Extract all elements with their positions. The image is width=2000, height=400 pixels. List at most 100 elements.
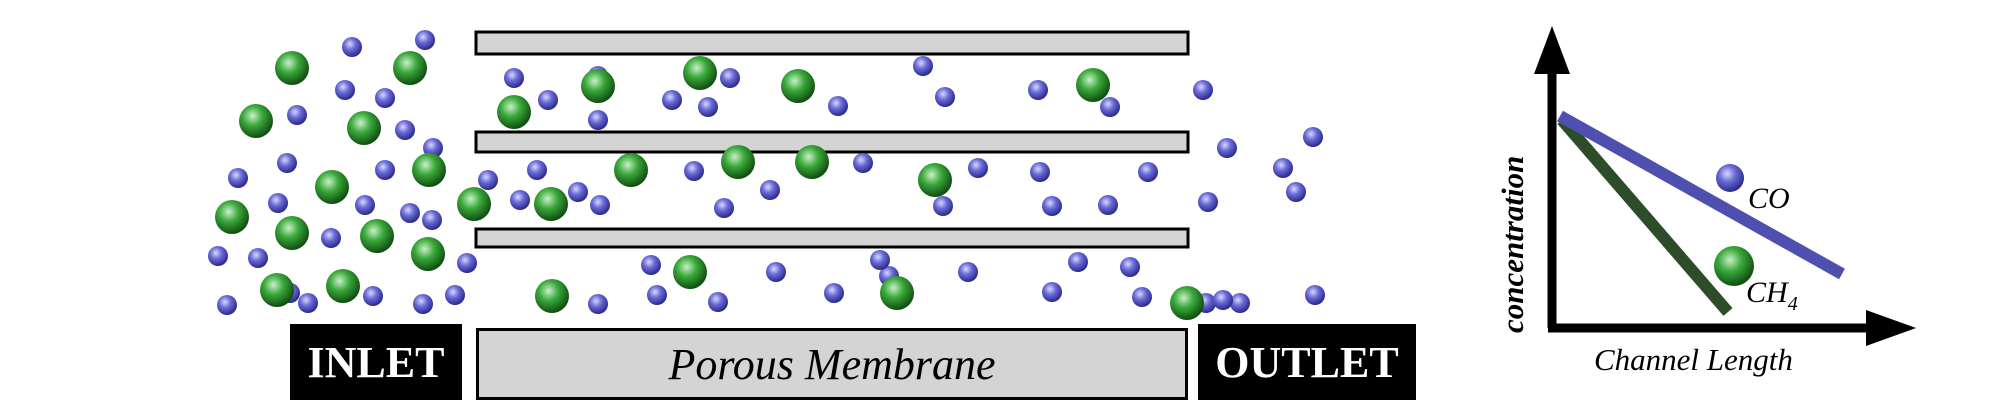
co-particle <box>684 161 704 181</box>
co-particle <box>321 228 341 248</box>
co-concentration-line <box>1557 110 1845 280</box>
co-particle <box>375 88 395 108</box>
co-particle <box>647 285 667 305</box>
ch4-particle <box>795 145 829 179</box>
ch4-particle <box>1170 286 1204 320</box>
ch4-legend-text: CH <box>1746 276 1790 309</box>
ch4-particle <box>534 187 568 221</box>
co-particle <box>968 158 988 178</box>
co-particle <box>1120 257 1140 277</box>
co-particle <box>853 153 873 173</box>
co-particle <box>335 80 355 100</box>
ch4-particle <box>457 187 491 221</box>
ch4-particle <box>393 51 427 85</box>
co-particle <box>913 56 933 76</box>
co-particle <box>568 182 588 202</box>
co-particle <box>935 87 955 107</box>
co-particle <box>824 283 844 303</box>
co-particle <box>1273 158 1293 178</box>
co-particle <box>287 105 307 125</box>
co-particle <box>457 253 477 273</box>
ch4-particle <box>673 255 707 289</box>
co-particle <box>478 170 498 190</box>
co-particle <box>1028 80 1048 100</box>
co-particle <box>828 96 848 116</box>
co-particle <box>415 30 435 50</box>
co-particle <box>217 295 237 315</box>
co-particle <box>1286 182 1306 202</box>
ch4-particle <box>781 69 815 103</box>
x-axis-label: Channel Length <box>1594 342 1793 377</box>
ch4-particle <box>215 200 249 234</box>
ch4-particle <box>683 56 717 90</box>
co-particle <box>228 168 248 188</box>
co-particle <box>1305 285 1325 305</box>
ch4-particle <box>411 237 445 271</box>
co-particle <box>720 68 740 88</box>
co-particle <box>1230 293 1250 313</box>
ch4-legend-subscript: 4 <box>1788 293 1798 315</box>
y-axis-label: concentration <box>1495 156 1530 333</box>
co-particle <box>1193 80 1213 100</box>
co-particle <box>208 246 228 266</box>
membrane-plate-lower <box>474 227 1190 249</box>
ch4-particle <box>918 163 952 197</box>
ch4-particle <box>275 51 309 85</box>
co-particle <box>423 138 443 158</box>
ch4-particle <box>497 95 531 129</box>
co-particle <box>413 294 433 314</box>
membrane-plate-top <box>474 30 1190 56</box>
concentration-graph: CO CH4 Channel Length concentration <box>1495 26 1916 377</box>
ch4-particle <box>614 153 648 187</box>
co-particle <box>510 190 530 210</box>
co-particle <box>355 195 375 215</box>
ch4-particle <box>260 273 294 307</box>
co-particle <box>363 286 383 306</box>
co-particle <box>1132 287 1152 307</box>
co-particle <box>1098 195 1118 215</box>
inlet-label: INLET <box>290 324 462 400</box>
co-particle <box>445 285 465 305</box>
co-particle <box>375 160 395 180</box>
co-particle <box>714 198 734 218</box>
ch4-particle <box>535 279 569 313</box>
ch4-particle <box>412 153 446 187</box>
co-legend-particle <box>1716 164 1744 192</box>
y-axis-arrowhead <box>1534 26 1570 74</box>
co-particle <box>1068 252 1088 272</box>
co-particle <box>277 153 297 173</box>
co-particle <box>958 262 978 282</box>
ch4-legend-label: CH4 <box>1746 276 1798 315</box>
ch4-particle <box>275 216 309 250</box>
co-particle <box>708 292 728 312</box>
co-particle <box>268 193 288 213</box>
ch4-particle <box>721 145 755 179</box>
outlet-label: OUTLET <box>1198 324 1416 400</box>
co-particle <box>538 90 558 110</box>
co-particle <box>698 97 718 117</box>
co-particle <box>590 195 610 215</box>
ch4-legend-particle <box>1714 246 1754 286</box>
co-particle <box>766 262 786 282</box>
co-particle <box>1217 138 1237 158</box>
ch4-particle <box>347 111 381 145</box>
ch4-particle <box>239 104 273 138</box>
particle-field <box>208 30 1325 320</box>
co-particle <box>588 110 608 130</box>
co-particle <box>298 293 318 313</box>
co-particle <box>1100 97 1120 117</box>
co-particle <box>760 180 780 200</box>
ch4-particle <box>581 69 615 103</box>
co-particle <box>395 120 415 140</box>
porous-membrane-label: Porous Membrane <box>476 328 1188 400</box>
co-particle <box>933 196 953 216</box>
co-particle <box>400 203 420 223</box>
co-legend-label: CO <box>1748 182 1790 215</box>
co-particle <box>1303 127 1323 147</box>
co-particle <box>527 160 547 180</box>
co-particle <box>1042 196 1062 216</box>
co-particle <box>1138 162 1158 182</box>
co-particle <box>1198 192 1218 212</box>
